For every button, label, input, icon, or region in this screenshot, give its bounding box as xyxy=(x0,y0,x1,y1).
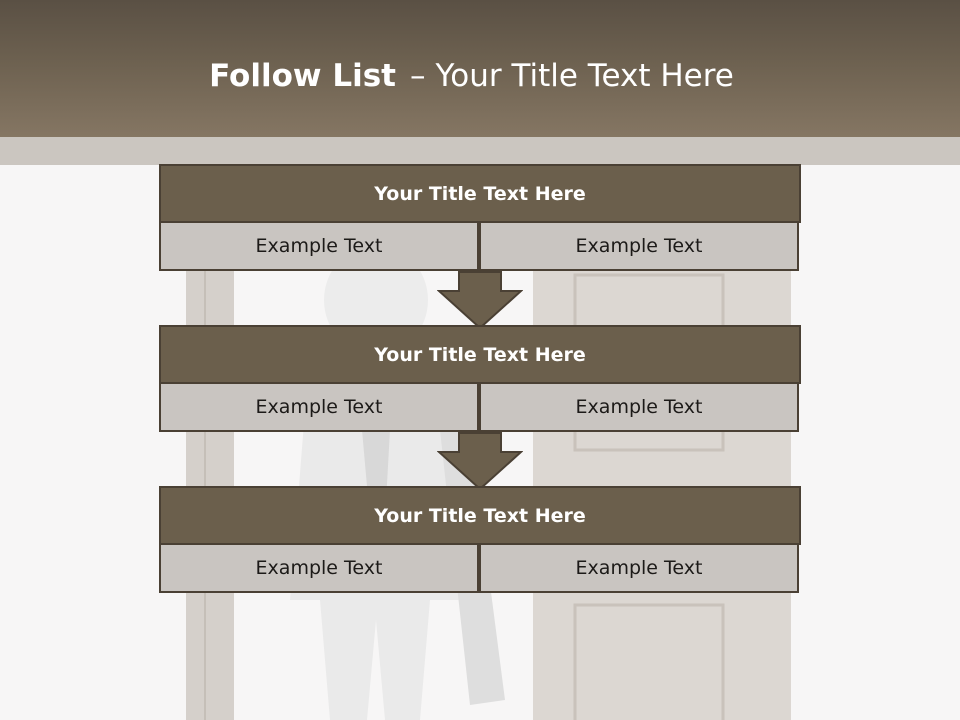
title-rest-part: Your Title Text Here xyxy=(435,58,734,94)
block-title: Your Title Text Here xyxy=(159,486,801,545)
down-arrow-icon xyxy=(437,432,523,490)
slide-title: Follow List–Your Title Text Here xyxy=(0,54,943,98)
block-cell-left: Example Text xyxy=(159,221,479,271)
block-title: Your Title Text Here xyxy=(159,164,801,223)
block-cell-right: Example Text xyxy=(479,382,799,432)
title-dash: – xyxy=(409,58,426,94)
block-cell-right: Example Text xyxy=(479,221,799,271)
block-cell-left: Example Text xyxy=(159,543,479,593)
block-cell-right: Example Text xyxy=(479,543,799,593)
title-bold-part: Follow List xyxy=(209,58,396,94)
header-band xyxy=(0,137,960,165)
down-arrow-icon xyxy=(437,271,523,329)
block-cell-left: Example Text xyxy=(159,382,479,432)
block-title: Your Title Text Here xyxy=(159,325,801,384)
slide-header xyxy=(0,0,960,137)
